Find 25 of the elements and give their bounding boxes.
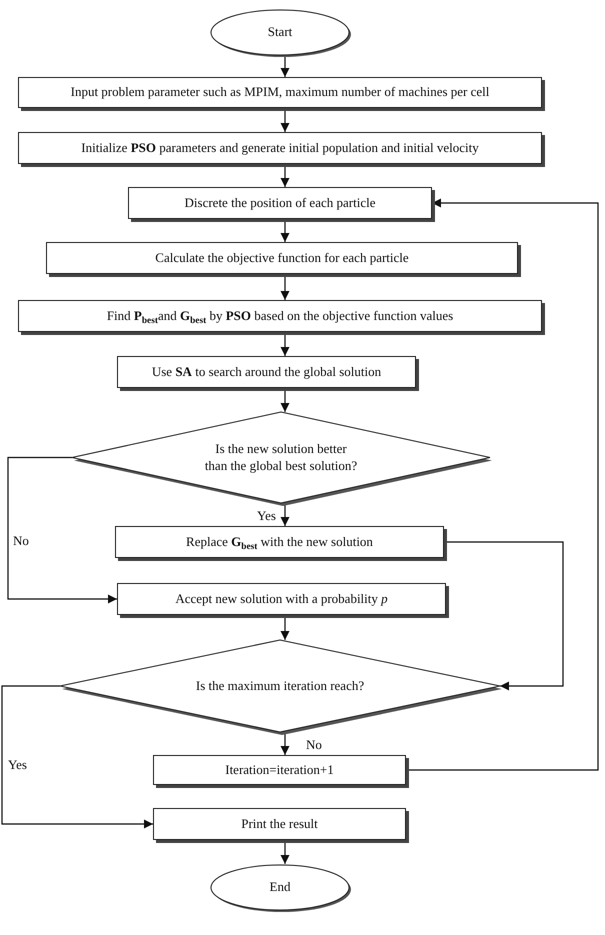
- arrow: [280, 840, 290, 864]
- process-box: Replace G$_{best}$ with the new solution: [115, 526, 444, 558]
- arrow: [280, 332, 290, 356]
- arrow: [280, 108, 290, 132]
- decision-diamond: Is the maximum iteration reach?: [60, 640, 500, 732]
- terminal-ellipse: End: [210, 864, 350, 911]
- process-box: Use SA to search around the global solution: [117, 356, 416, 388]
- arrow: [280, 503, 290, 526]
- process-box: Calculate the objective function for each particle: [46, 242, 518, 274]
- process-box: Accept new solution with a probability p: [117, 583, 446, 615]
- process-box: Discrete the position of each particle: [128, 187, 432, 219]
- arrow: [280, 388, 290, 412]
- arrow: [444, 541, 564, 690]
- decision-diamond: Is the new solution better than the global best solution?: [72, 412, 490, 503]
- arrow: [7, 456, 117, 604]
- process-box: Input problem parameter such as MPIM, maximum number of machines per cell: [18, 77, 542, 108]
- process-box: Find P$_{best}$and G$_{best}$ by PSO based on the objective function values: [18, 300, 542, 332]
- arrow: [280, 732, 290, 755]
- arrow: [1, 685, 153, 828]
- arrow: [406, 198, 599, 771]
- terminal-ellipse: Start: [210, 9, 350, 56]
- process-box: Initialize PSO parameters and generate initial population and initial velocity: [18, 132, 542, 164]
- process-box: Print the result: [153, 808, 406, 840]
- process-box: Iteration=iteration+1: [153, 755, 406, 785]
- arrow: [280, 56, 290, 77]
